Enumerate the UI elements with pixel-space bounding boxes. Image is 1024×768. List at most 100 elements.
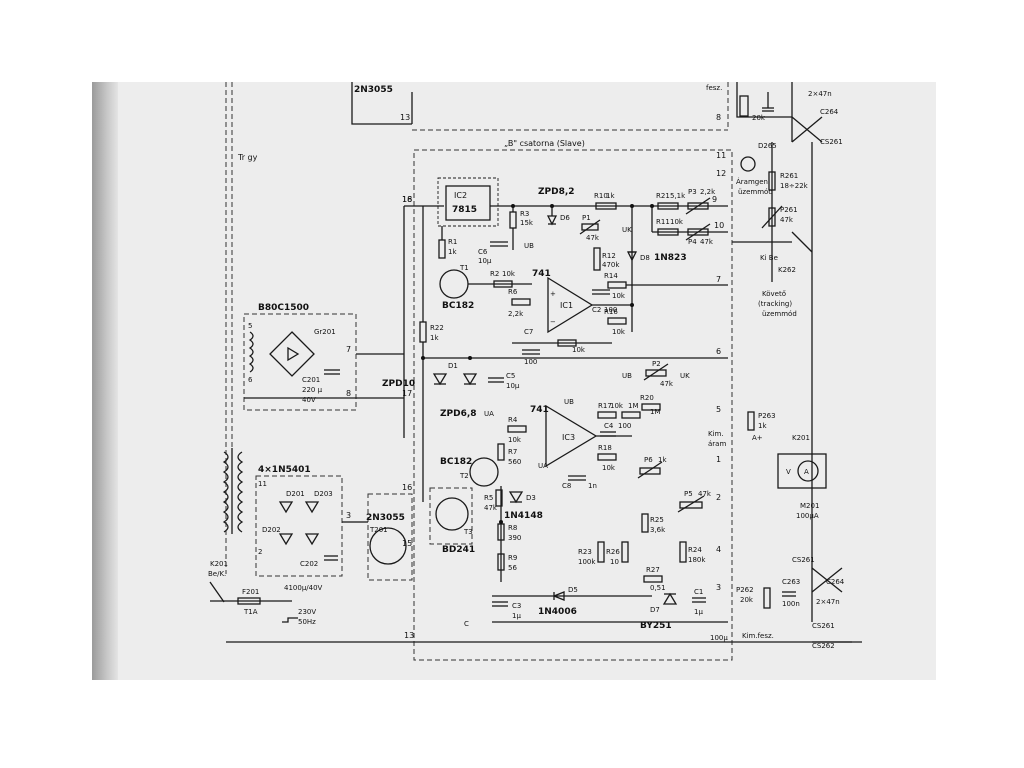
zpd82-label: ZPD8,2 — [538, 187, 575, 197]
p6-name: P6 — [644, 456, 653, 464]
r3-resistor — [509, 211, 517, 229]
c7-value: 100 — [524, 358, 537, 366]
d1-zener — [432, 373, 448, 386]
node-18: 18 — [402, 195, 412, 204]
d204-diode — [304, 533, 320, 546]
c6-value: 10μ — [478, 257, 492, 265]
c201-voltage: 40V — [302, 396, 316, 404]
bridge-node-8: 8 — [346, 389, 351, 398]
zpd68-label: ZPD6,8 — [440, 409, 477, 419]
main-transformer-secondary — [237, 451, 244, 533]
d1-name: D1 — [448, 362, 458, 370]
a-plus-label: A+ — [752, 434, 763, 442]
r2-value: 10k — [502, 270, 516, 278]
junction — [511, 204, 515, 208]
t2-name: T2 — [459, 472, 469, 480]
uk-label: UK — [622, 226, 632, 234]
p2-pot — [645, 369, 667, 377]
p3-arrow — [685, 197, 711, 215]
r27-name: R27 — [646, 566, 660, 574]
r22-value: 1k — [430, 334, 439, 342]
r19-value: 1M — [628, 402, 639, 410]
mains-frequency: 50Hz — [298, 618, 316, 626]
r25-name: R25 — [650, 516, 664, 524]
p6-value: 1k — [658, 456, 667, 464]
node-9: 9 — [712, 195, 717, 204]
node-3: 3 — [716, 583, 721, 592]
junction — [499, 520, 503, 524]
ua-label-3: UA — [538, 462, 548, 470]
node-16: 16 — [402, 195, 412, 204]
p4-arrow — [685, 223, 711, 241]
r16-name: R16 — [604, 308, 618, 316]
r5-name: R5 — [484, 494, 493, 502]
r16-resistor — [607, 317, 627, 325]
led-d265 — [740, 156, 756, 172]
r25-value: 3,6k — [650, 526, 666, 534]
r20-resistor — [641, 403, 661, 411]
top-right-wire — [736, 82, 792, 118]
p4-pot — [687, 228, 709, 236]
p263-value: 1k — [758, 422, 767, 430]
p1-value: 47k — [586, 234, 600, 242]
d203-label: D203 — [314, 490, 333, 498]
r17-name: R17 — [598, 402, 612, 410]
p6-arrow — [637, 461, 663, 479]
c2-value: 100 — [604, 306, 617, 314]
cs-bottom-label: CS261 — [812, 622, 835, 630]
bridge-label: B80C1500 — [258, 303, 309, 313]
r6-name: R6 — [508, 288, 518, 296]
koveto-label: Követő — [762, 289, 786, 298]
c201-name: C201 — [302, 376, 320, 384]
p262-name: P262 — [736, 586, 754, 594]
k262-switch — [791, 231, 813, 253]
r10-resistor — [595, 202, 617, 210]
r10-value: 1k — [606, 192, 615, 200]
ub-label-2: UB — [622, 372, 632, 380]
t201-name: T201 — [369, 526, 388, 534]
r3-name: R3 — [520, 210, 529, 218]
d2-zener — [462, 373, 478, 386]
bridge-node-7: 7 — [346, 345, 351, 354]
tracking-mode: üzemmód — [762, 310, 797, 318]
p261-name: P261 — [780, 206, 798, 214]
bridge-node-5: 5 — [248, 322, 252, 330]
node-16-b: 16 — [402, 483, 412, 492]
diode-1n4006: 1N4006 — [538, 607, 577, 617]
r18-resistor — [597, 453, 617, 461]
r25-resistor — [641, 513, 649, 533]
r4-name: R4 — [508, 416, 518, 424]
r14-name: R14 — [604, 272, 618, 280]
node-1: 1 — [716, 455, 721, 464]
d5-name: D5 — [568, 586, 578, 594]
c202-name: C202 — [300, 560, 318, 568]
t1-name: T1 — [459, 264, 469, 272]
node-12: 12 — [716, 169, 726, 178]
ic1-opamp — [547, 276, 594, 334]
r23-resistor — [597, 541, 605, 563]
p261-value: 47k — [780, 216, 794, 224]
r7-name: R7 — [508, 448, 517, 456]
k201-label: K201 — [210, 560, 228, 568]
d8-label: D8 — [640, 254, 650, 262]
r21-name: R21 — [656, 192, 670, 200]
cs-top-label: CS261 — [820, 138, 843, 146]
d6-label: D6 — [560, 214, 570, 222]
p2-name: P2 — [652, 360, 661, 368]
c3-value: 1μ — [512, 612, 521, 620]
t3-transistor — [435, 497, 469, 531]
c264-name: C264 — [826, 578, 845, 586]
r19-resistor — [621, 411, 641, 419]
r8-name: R8 — [508, 524, 517, 532]
r7-resistor — [497, 443, 505, 461]
r9-value: 56 — [508, 564, 517, 572]
meter-box — [777, 453, 827, 489]
r20-value: 1M — [650, 408, 661, 416]
circuit-diagram: Tr gy 2N3055 13 8 fesz. 20k 2×47n C264 C… — [208, 82, 862, 661]
node-13-top: 13 — [400, 113, 410, 122]
p261-pot — [768, 207, 776, 227]
meter-name: M201 — [800, 502, 819, 510]
c-top-value: 2×47n — [808, 90, 832, 98]
r26-value: 10 — [610, 558, 619, 566]
meter-a-mark: A — [804, 468, 809, 476]
